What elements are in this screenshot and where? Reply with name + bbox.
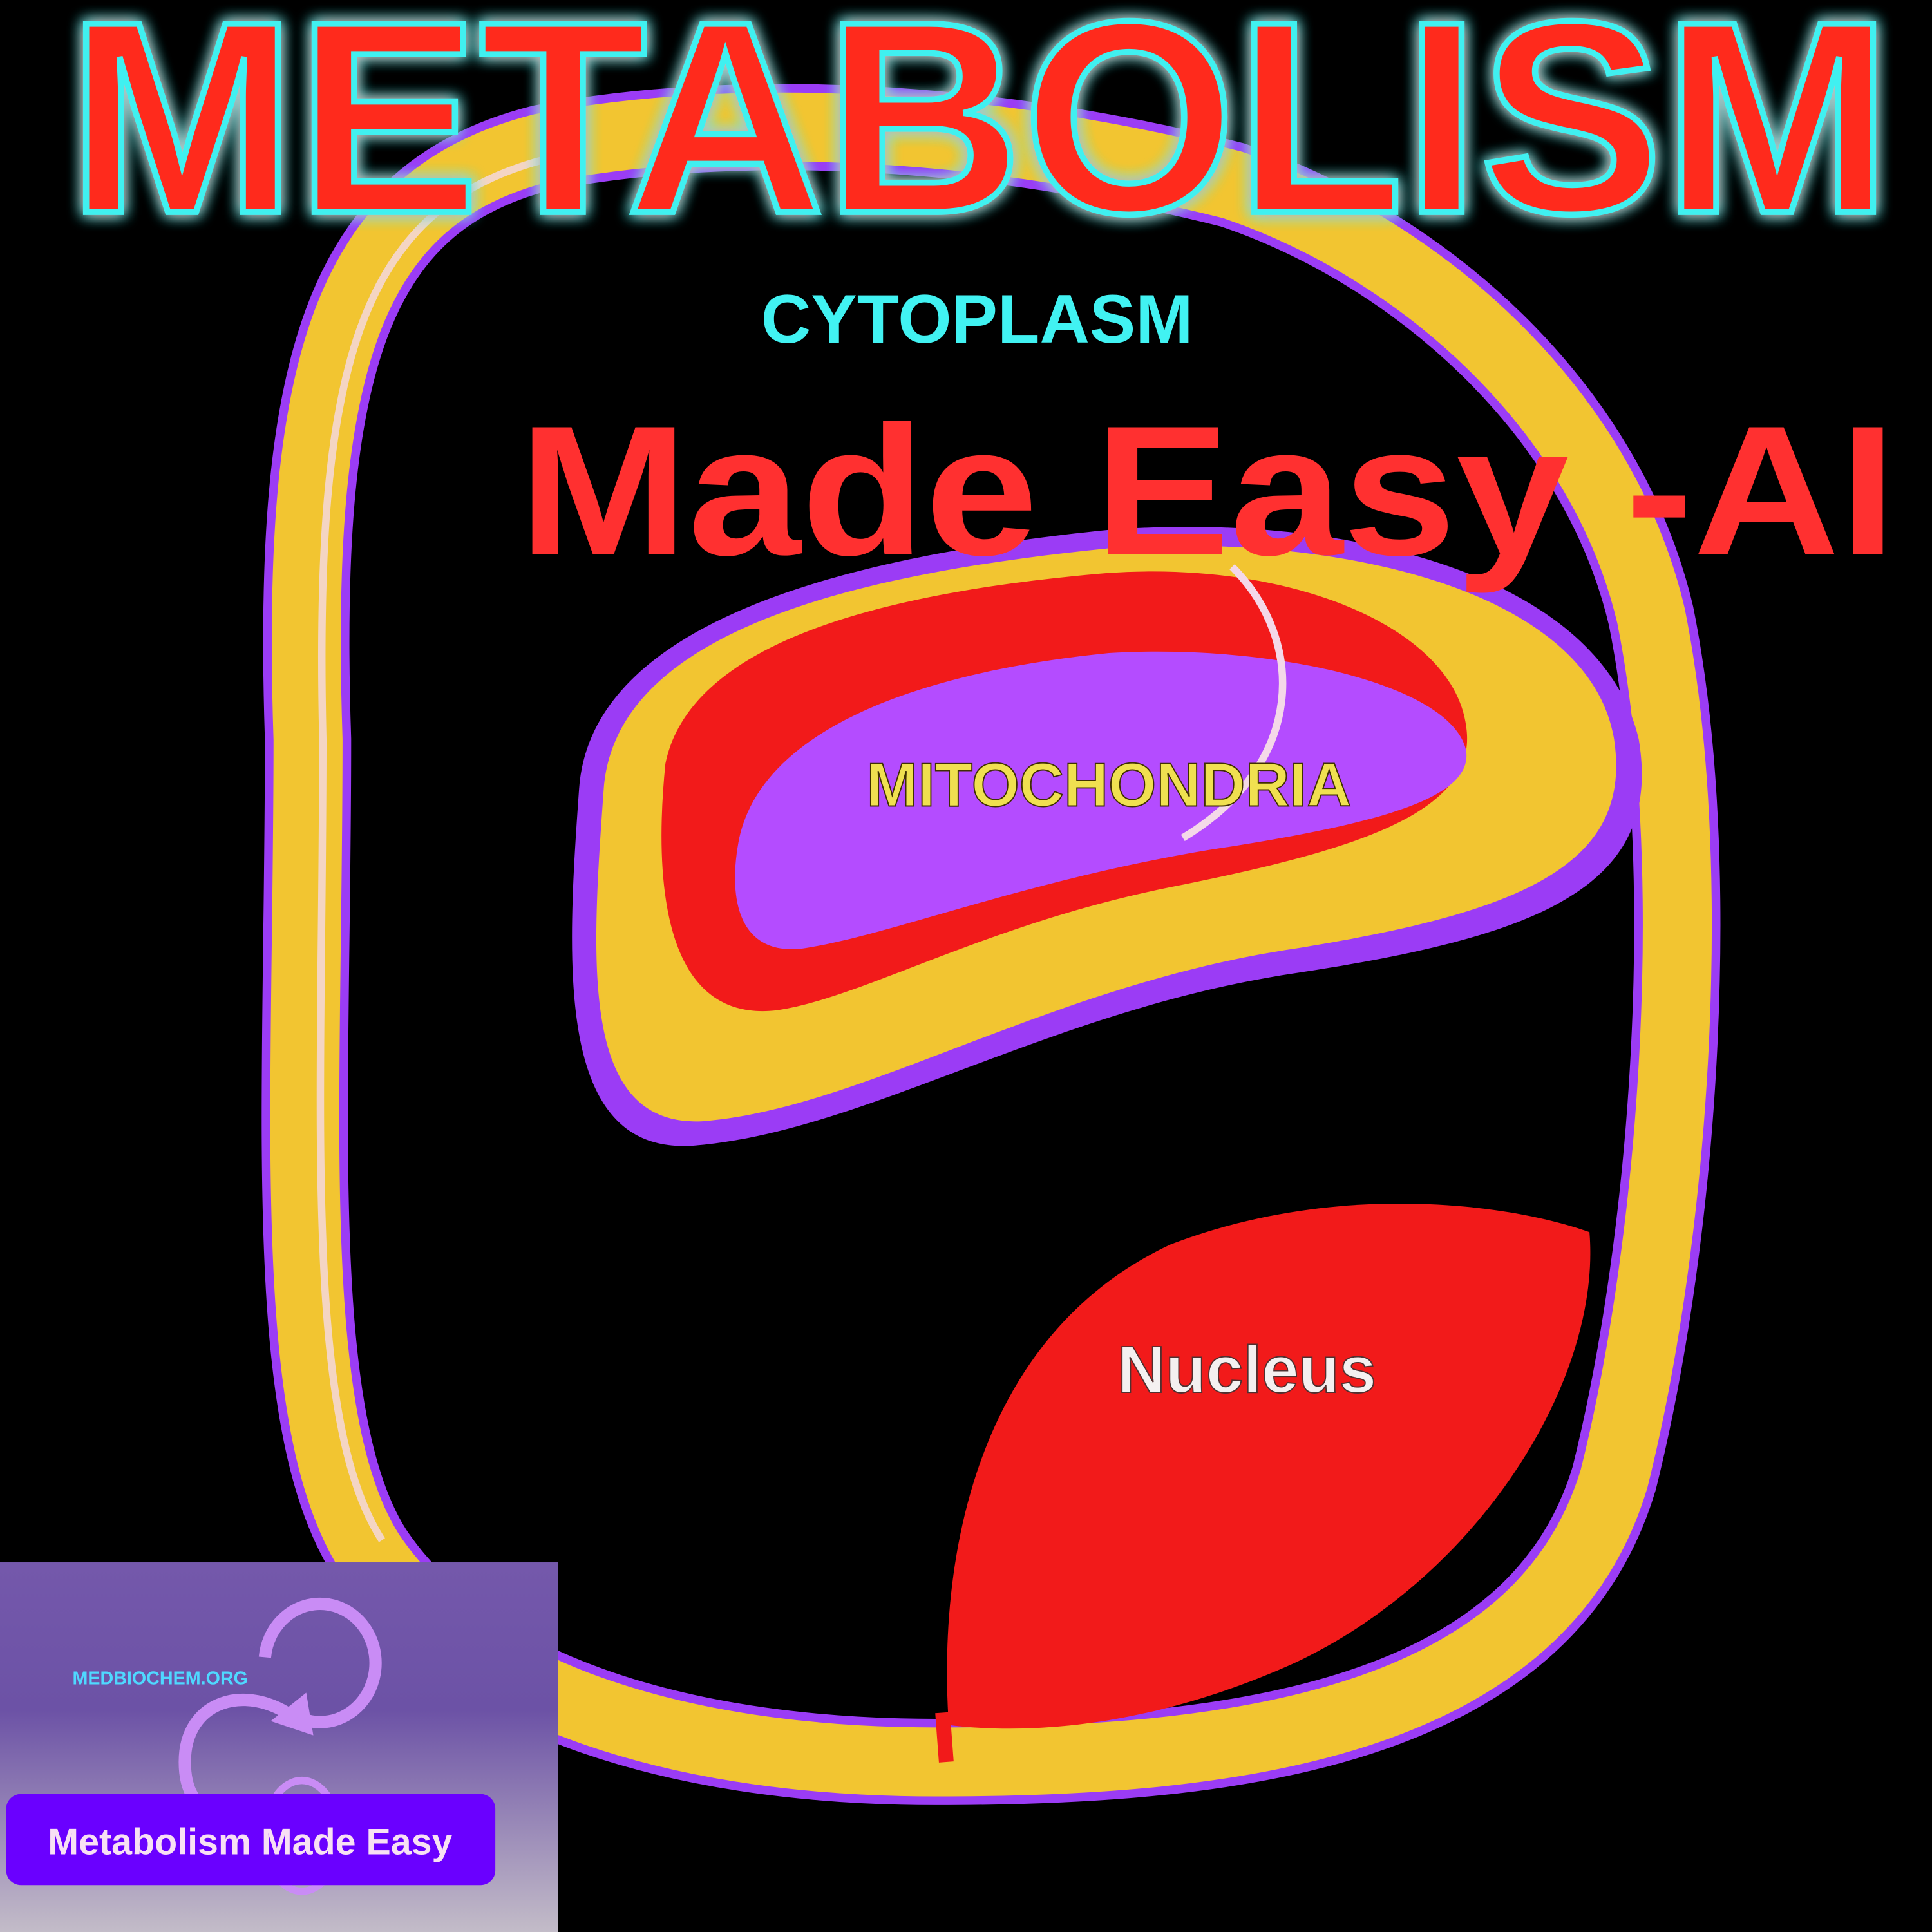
logo-website: MEDBIOCHEM.ORG (72, 1668, 248, 1689)
mitochondria (572, 527, 1642, 1146)
logo-box: MEDBIOCHEM.ORG Metabolism Made Easy (0, 1562, 558, 1932)
nucleus (935, 1203, 1591, 1763)
cell-membrane (261, 84, 1721, 1805)
page-subtitle: Made Easy -AI (518, 387, 1896, 595)
nucleus-label: Nucleus (1117, 1332, 1376, 1406)
mitochondria-label: MITOCHONDRIA (867, 750, 1352, 819)
logo-banner-text: Metabolism Made Easy (48, 1821, 452, 1862)
cytoplasm-label: CYTOPLASM (761, 280, 1193, 357)
page-title: METABOLISM (68, 0, 1891, 270)
